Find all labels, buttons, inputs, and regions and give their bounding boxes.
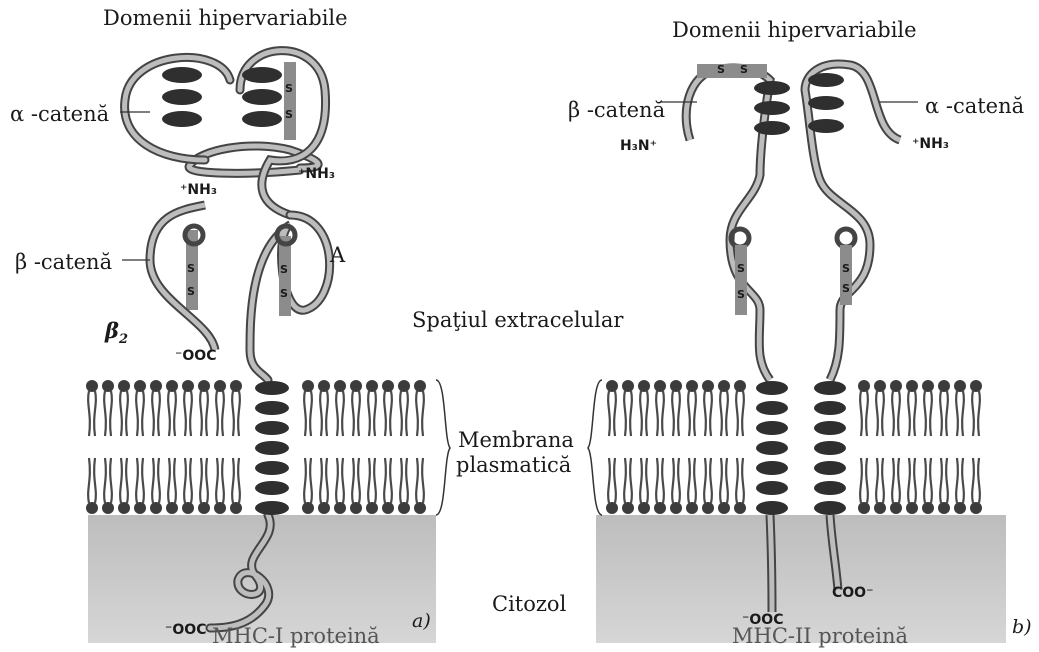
- transmembrane-helix-alpha-b: [814, 381, 846, 515]
- beta2-label-a: β2: [105, 318, 128, 347]
- ooc-beta-label-a: ⁻OOC: [175, 348, 216, 364]
- disulfide-s-b6: S: [842, 282, 850, 295]
- panel-letter-b: b): [1012, 616, 1032, 638]
- disulfide-bar-top-b: [697, 64, 767, 78]
- membrane-label-line1: Membrana: [458, 428, 574, 452]
- coo-right-label-b: COO⁻: [832, 585, 873, 601]
- alpha-chain-label-a: α -catenă: [10, 102, 109, 126]
- disulfide-s-b4: S: [737, 288, 745, 301]
- disulfide-s-a4: S: [187, 285, 195, 298]
- domain-a-label: A: [330, 243, 345, 267]
- membrane-label-line2: plasmatică: [456, 453, 571, 477]
- beta-chain-label-a: β -catenă: [15, 250, 112, 274]
- panel-letter-a: a): [412, 610, 431, 632]
- disulfide-s-a1: S: [285, 82, 293, 95]
- protein-name-b: MHC-II proteină: [732, 624, 908, 648]
- membrane-brace-left: [588, 380, 602, 515]
- membrane-brace-right: [436, 380, 450, 515]
- disulfide-s-b5: S: [842, 262, 850, 275]
- disulfide-s-b1: S: [717, 63, 725, 76]
- beta2-symbol: β: [105, 318, 119, 343]
- disulfide-bar-alpha3-a: [279, 236, 291, 316]
- cytosol-label: Citozol: [492, 592, 566, 616]
- nh3-top-label-a: ⁺NH₃: [298, 166, 335, 182]
- transmembrane-helix-beta-b: [756, 381, 788, 515]
- disulfide-bar-alpha2-b: [840, 245, 852, 305]
- transmembrane-helix-a: [255, 381, 289, 515]
- disulfide-s-b3: S: [737, 262, 745, 275]
- helix-alpha2-a: [242, 67, 282, 127]
- disulfide-s-b2: S: [740, 63, 748, 76]
- nh3-beta-label-a: ⁺NH₃: [180, 182, 217, 198]
- membrane-b: [606, 380, 982, 514]
- hypervariable-label-b: Domenii hipervariabile: [672, 18, 917, 42]
- beta2-subscript: 2: [119, 332, 128, 347]
- disulfide-s-a2: S: [285, 108, 293, 121]
- h3n-label-b: H₃N⁺: [620, 138, 657, 154]
- disulfide-s-a3: S: [187, 262, 195, 275]
- disulfide-s-a5: S: [280, 263, 288, 276]
- beta-chain-label-b: β -catenă: [568, 98, 665, 122]
- disulfide-bar-beta2-b: [735, 245, 747, 315]
- beta2-microglobulin-a: [150, 205, 215, 350]
- helix-beta1-b: [754, 81, 790, 135]
- hypervariable-label-a: Domenii hipervariabile: [103, 6, 348, 30]
- nh3-label-b: ⁺NH₃: [912, 136, 949, 152]
- panel-a: [86, 51, 436, 643]
- extracellular-label: Spaţiul extracelular: [412, 308, 623, 332]
- protein-name-a: MHC-I proteină: [212, 624, 380, 648]
- helix-alpha1-b: [808, 73, 844, 133]
- helix-alpha1-a: [162, 67, 202, 127]
- ooc-bottom-label-a: ⁻OOC: [165, 622, 206, 638]
- disulfide-s-a6: S: [280, 287, 288, 300]
- disulfide-bar-alpha2-a: [284, 62, 296, 140]
- alpha-chain-label-b: α -catenă: [925, 94, 1024, 118]
